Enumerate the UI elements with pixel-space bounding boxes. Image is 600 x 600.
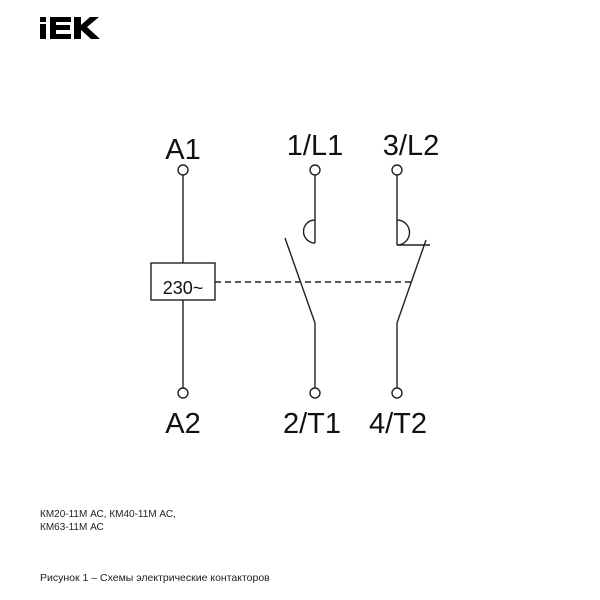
terminal-a2-icon xyxy=(177,387,189,399)
figure-caption: Рисунок 1 – Схемы электрические контакто… xyxy=(40,572,270,584)
terminal-a1-icon xyxy=(177,164,189,176)
label-l2: 3/L2 xyxy=(383,130,439,162)
label-t1: 2/T1 xyxy=(283,408,341,440)
label-a1: A1 xyxy=(165,134,200,166)
label-a2: A2 xyxy=(165,408,200,440)
label-t2: 4/T2 xyxy=(369,408,427,440)
model-line-1: КМ20-11М АС, КМ40-11М АС, xyxy=(40,509,176,520)
contact-l2-t2 xyxy=(391,164,430,399)
contact-l1-t1 xyxy=(284,164,321,399)
iek-logo xyxy=(40,17,100,39)
model-line-2: КМ63-11М АС xyxy=(40,522,104,533)
coil-label: 230~ xyxy=(163,278,204,298)
model-list: КМ20-11М АС, КМ40-11М АС, КМ63-11М АС xyxy=(40,508,176,534)
label-l1: 1/L1 xyxy=(287,130,343,162)
